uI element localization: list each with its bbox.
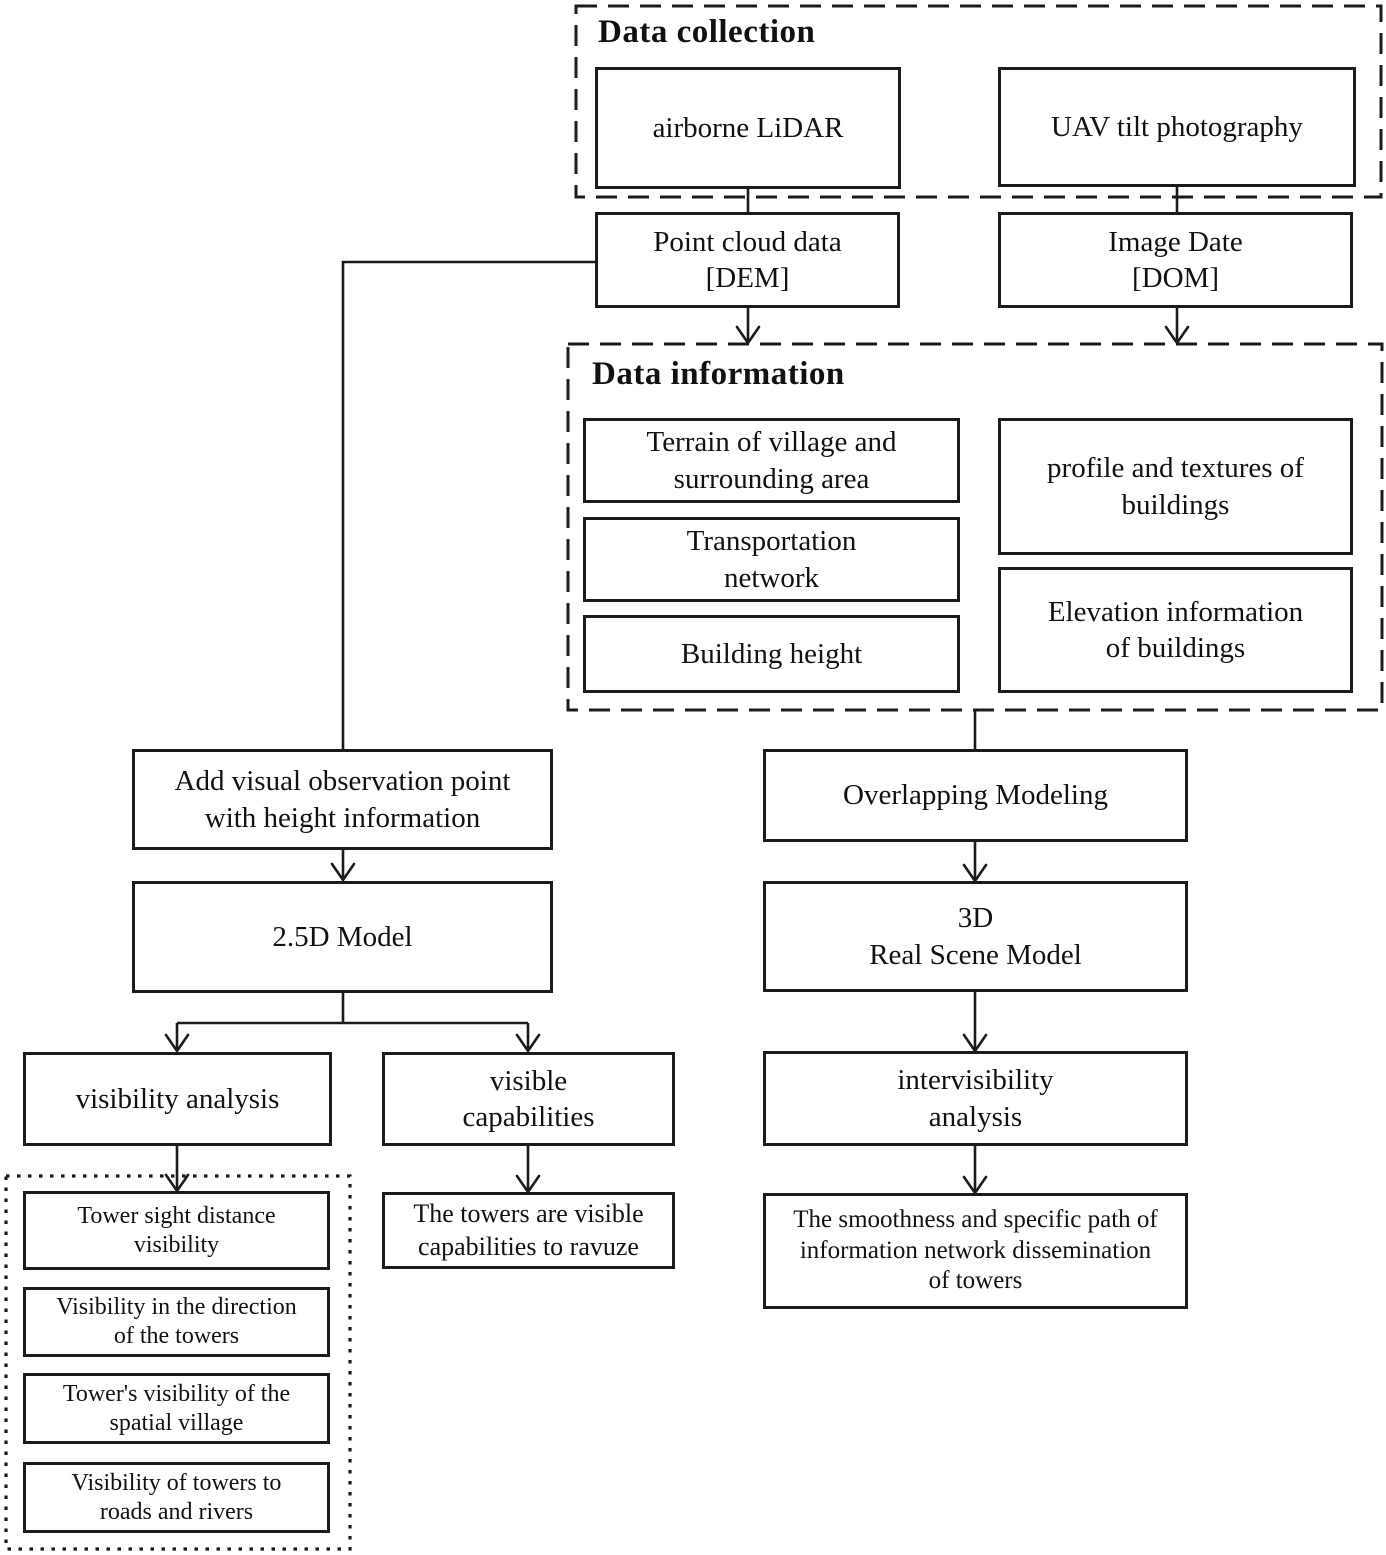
node-point-cloud-data-dem: Point cloud data [DEM]	[595, 212, 900, 308]
arrowhead-to-visible-capabilities	[515, 1033, 541, 1054]
node-profile-and-textures: profile and textures of buildings	[998, 418, 1353, 555]
node-tower-sight-distance: Tower sight distance visibility	[23, 1191, 330, 1270]
arrowhead-to-datainfo-right	[1164, 325, 1190, 346]
node-2-5d-model: 2.5D Model	[132, 881, 553, 993]
node-3d-real-scene-model: 3D Real Scene Model	[763, 881, 1188, 992]
node-smoothness-path: The smoothness and specific path of info…	[763, 1193, 1188, 1309]
connector-pointcloud-to-addvisual	[341, 260, 595, 749]
node-towers-visibility-spatial: Tower's visibility of the spatial villag…	[23, 1373, 330, 1444]
node-airborne-lidar: airborne LiDAR	[595, 67, 901, 189]
node-overlapping-modeling: Overlapping Modeling	[763, 749, 1188, 842]
node-visibility-direction: Visibility in the direction of the tower…	[23, 1287, 330, 1357]
node-terrain-of-village: Terrain of village and surrounding area	[583, 418, 960, 503]
node-visibility-towers-roads: Visibility of towers to roads and rivers	[23, 1462, 330, 1533]
data-information-group-title: Data information	[592, 356, 845, 392]
data-collection-group-outline	[574, 4, 1383, 199]
connector-25d-split	[175, 993, 530, 1051]
arrowhead-to-visibility-analysis	[164, 1033, 190, 1054]
node-elevation-information: Elevation information of buildings	[998, 567, 1353, 693]
arrowhead-to-25d-model	[330, 862, 356, 883]
node-transportation-network: Transportation network	[583, 517, 960, 602]
node-building-height: Building height	[583, 615, 960, 693]
arrowhead-to-datainfo-left	[735, 325, 761, 346]
visibility-results-group-outline	[4, 1174, 352, 1551]
node-visible-capabilities: visible capabilities	[382, 1052, 675, 1146]
node-image-date-dom: Image Date [DOM]	[998, 212, 1353, 308]
node-add-visual-observation: Add visual observation point with height…	[132, 749, 553, 850]
data-collection-group-title: Data collection	[598, 14, 816, 50]
node-intervisibility-analysis: intervisibility analysis	[763, 1051, 1188, 1146]
node-towers-visible-ravuze: The towers are visible capabilities to r…	[382, 1192, 675, 1269]
node-uav-tilt-photography: UAV tilt photography	[998, 67, 1356, 187]
node-visibility-analysis: visibility analysis	[23, 1052, 332, 1146]
